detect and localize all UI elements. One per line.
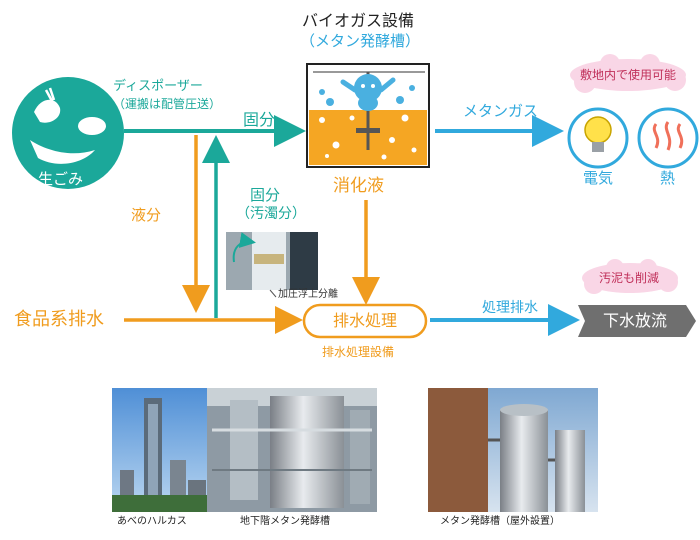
treated-water-label: 処理排水: [482, 300, 538, 316]
flotation-pointer: [269, 289, 277, 298]
electricity-icon: [567, 107, 629, 169]
solid-label: 固分: [243, 110, 276, 129]
outdoor-tank-photo: [428, 388, 598, 512]
liquid-label: 液分: [131, 206, 162, 224]
treatment-box-shape: [302, 303, 428, 339]
outdoor-caption: メタン発酵槽（屋外設置）: [440, 516, 560, 527]
sludge-bubble: 汚泥も削減: [599, 271, 660, 285]
digestion-liquid-label: 消化液: [333, 176, 384, 196]
sludge-bubble-shape: [582, 259, 678, 294]
flotation-label: 加圧浮上分離: [278, 289, 338, 300]
treatment-facility-label: 排水処理設備: [322, 345, 395, 359]
title-main: バイオガス設備: [302, 11, 415, 30]
methane-gas-label: メタンガス: [463, 102, 539, 120]
abeno-caption: あべのハルカス: [117, 516, 187, 527]
disposer-note: （運搬は配管圧送）: [113, 97, 222, 111]
basement-tank-photo: [207, 388, 377, 512]
food-wastewater-label: 食品系排水: [14, 309, 104, 330]
heat-label: 熱: [660, 169, 676, 187]
basement-caption: 地下階メタン発酵槽: [240, 516, 330, 527]
electricity-label: 電気: [583, 169, 614, 187]
mascot-icon: [340, 74, 396, 111]
flotation-photo: [226, 232, 318, 290]
turbid-solid-note: （汚濁分）: [236, 206, 306, 222]
onsite-use-bubble: 敷地内で使用可能: [580, 68, 677, 82]
heat-icon: [637, 107, 699, 169]
title-sub: （メタン発酵槽）: [300, 32, 421, 50]
onsite-use-bubble-shape: [570, 54, 686, 93]
disposer-label: ディスポーザー: [113, 79, 203, 94]
sewer-label: 下水放流: [603, 311, 668, 330]
sewer-box-shape: [578, 305, 696, 337]
treatment-box-label: 排水処理: [333, 311, 398, 330]
methane-tank: [306, 63, 430, 168]
abeno-harukas-photo: [112, 388, 207, 512]
food-waste-icon: [12, 77, 124, 189]
turbid-solid-label: 固分: [250, 186, 281, 204]
food-waste-label: 生ごみ: [38, 170, 84, 188]
